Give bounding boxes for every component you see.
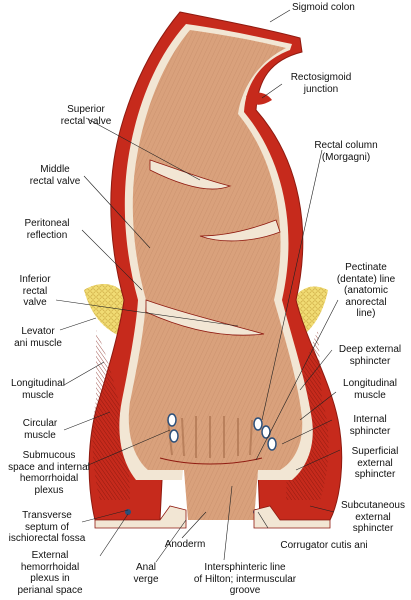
hemorrhoidal-plexus-right (253, 417, 277, 451)
inferior-rectal-valve-fold (145, 299, 265, 336)
label-deep-external-sphincter: Deep external sphincter (338, 344, 402, 367)
label-sigmoid-colon: Sigmoid colon (292, 2, 355, 13)
label-inferior-rectal-valve: Inferior rectal valve (19, 274, 51, 308)
label-circular-muscle: Circular muscle (22, 418, 58, 441)
leader-lines (55, 9, 341, 563)
label-subcutaneous-external-sphincter: Subcutaneous external sphincter (341, 500, 405, 534)
hemorrhoidal-plexus-left (167, 413, 179, 443)
label-pectinate-line: Pectinate (dentate) line (anatomic anore… (336, 262, 396, 319)
label-superficial-external-sphincter: Superficial external sphincter (351, 446, 399, 480)
label-middle-rectal-valve: Middle rectal valve (29, 164, 81, 187)
label-submucous-space: Submucous space and internal hemorrhoida… (8, 450, 90, 496)
label-rectal-column: Rectal column (Morgagni) (314, 140, 378, 163)
label-superior-rectal-valve: Superior rectal valve (60, 104, 112, 127)
label-intersphincteric-line: Intersphinteric line of Hilton; intermus… (193, 562, 297, 596)
label-anoderm: Anoderm (164, 539, 206, 550)
middle-rectal-valve-fold (199, 219, 281, 242)
label-longitudinal-muscle-right: Longitudinal muscle (343, 378, 397, 401)
label-corrugator-cutis-ani: Corrugator cutis ani (280, 540, 368, 551)
pectinate-line-mark (159, 457, 263, 465)
label-external-hemorrhoidal-plexus: External hemorrhoidal plexus in perianal… (17, 550, 83, 596)
label-longitudinal-muscle-left: Longitudinal muscle (11, 378, 65, 401)
label-peritoneal-reflection: Peritoneal reflection (24, 218, 70, 241)
label-anal-verge: Anal verge (133, 562, 159, 585)
rectal-lumen-texture (128, 30, 303, 520)
perianal-skin-right (253, 505, 331, 529)
label-rectosigmoid-junction: Rectosigmoid junction (290, 72, 352, 95)
sphincter-texture-left (92, 330, 130, 500)
label-transverse-septum: Transverse septum of ischiorectal fossa (8, 510, 86, 544)
label-levator-ani-muscle: Levator ani muscle (14, 326, 62, 349)
perianal-skin-left (94, 505, 187, 529)
label-internal-sphincter: Internal sphincter (349, 414, 391, 437)
